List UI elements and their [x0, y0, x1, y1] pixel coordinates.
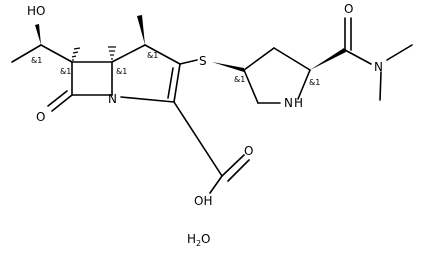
bond-pc5-n — [297, 69, 311, 100]
bond-layer — [11, 15, 413, 194]
amide-nitrogen-label: N — [374, 60, 383, 74]
bond-acid-oh — [209, 175, 223, 194]
bond-c4-c3 — [144, 44, 181, 65]
stereo-label-c5: &1 — [116, 67, 127, 76]
water-o-label: O — [201, 232, 210, 246]
bond-c7-o — [51, 94, 73, 112]
bond-c3-s — [179, 59, 198, 65]
bond-pc2-pc3 — [243, 69, 259, 104]
water-h-label: H — [187, 232, 196, 246]
stereo-label-layer: &1 &1 &1 &1 &1 &1 — [31, 51, 320, 87]
water-subscript: 2 — [196, 239, 201, 248]
stereo-label-pyr-c3: &1 — [234, 75, 245, 84]
wedge-c8-oh — [35, 24, 41, 45]
bond-pc3-pc4 — [243, 47, 275, 71]
bond-amide-cn — [344, 49, 372, 65]
stereo-label-c8: &1 — [31, 56, 42, 65]
bond-acid-co — [221, 154, 245, 177]
stereo-label-c4: &1 — [147, 51, 158, 60]
bond-acid-co-double — [227, 159, 250, 182]
stereo-label-pyr-c5: &1 — [309, 78, 320, 87]
bond-c3-c2-double — [167, 67, 174, 99]
bond-pc4-pc5 — [273, 47, 311, 71]
wedge-pc5-amide — [310, 48, 346, 70]
bond-amide-n-me2 — [379, 71, 382, 101]
wedge-s-pyr-c3 — [212, 62, 244, 72]
water-formula: H 2 O — [187, 232, 210, 248]
acid-oxygen-label: O — [244, 144, 253, 158]
carbonyl-oxygen-label: O — [36, 110, 45, 124]
pyrrolidine-hydrogen-label: H — [294, 96, 303, 110]
bond-c5-c4 — [111, 44, 146, 63]
wedge-c4-methyl — [137, 15, 145, 45]
bond-amide-n-me1 — [386, 44, 413, 61]
atom-label-layer: HO O N S O N N H O OH — [27, 2, 383, 208]
amide-oxygen-label: O — [344, 2, 353, 16]
hash-c5-h — [108, 46, 116, 60]
bond-c8-c6 — [40, 44, 73, 63]
stereo-label-c6: &1 — [60, 67, 71, 76]
pyrrolidine-nitrogen-label: N — [284, 96, 293, 110]
hydroxyl-label: HO — [27, 4, 45, 18]
bond-c2-n — [120, 96, 175, 103]
sulfur-label: S — [199, 54, 207, 68]
hash-c6-h — [71, 47, 81, 61]
acid-hydroxyl-label: OH — [194, 194, 212, 208]
bond-c2-cooh — [173, 101, 223, 177]
bond-c7-o-double — [47, 90, 68, 107]
bond-c3-c2 — [173, 63, 181, 103]
ring-nitrogen-label: N — [108, 92, 117, 106]
bond-c9-c8 — [11, 44, 42, 63]
